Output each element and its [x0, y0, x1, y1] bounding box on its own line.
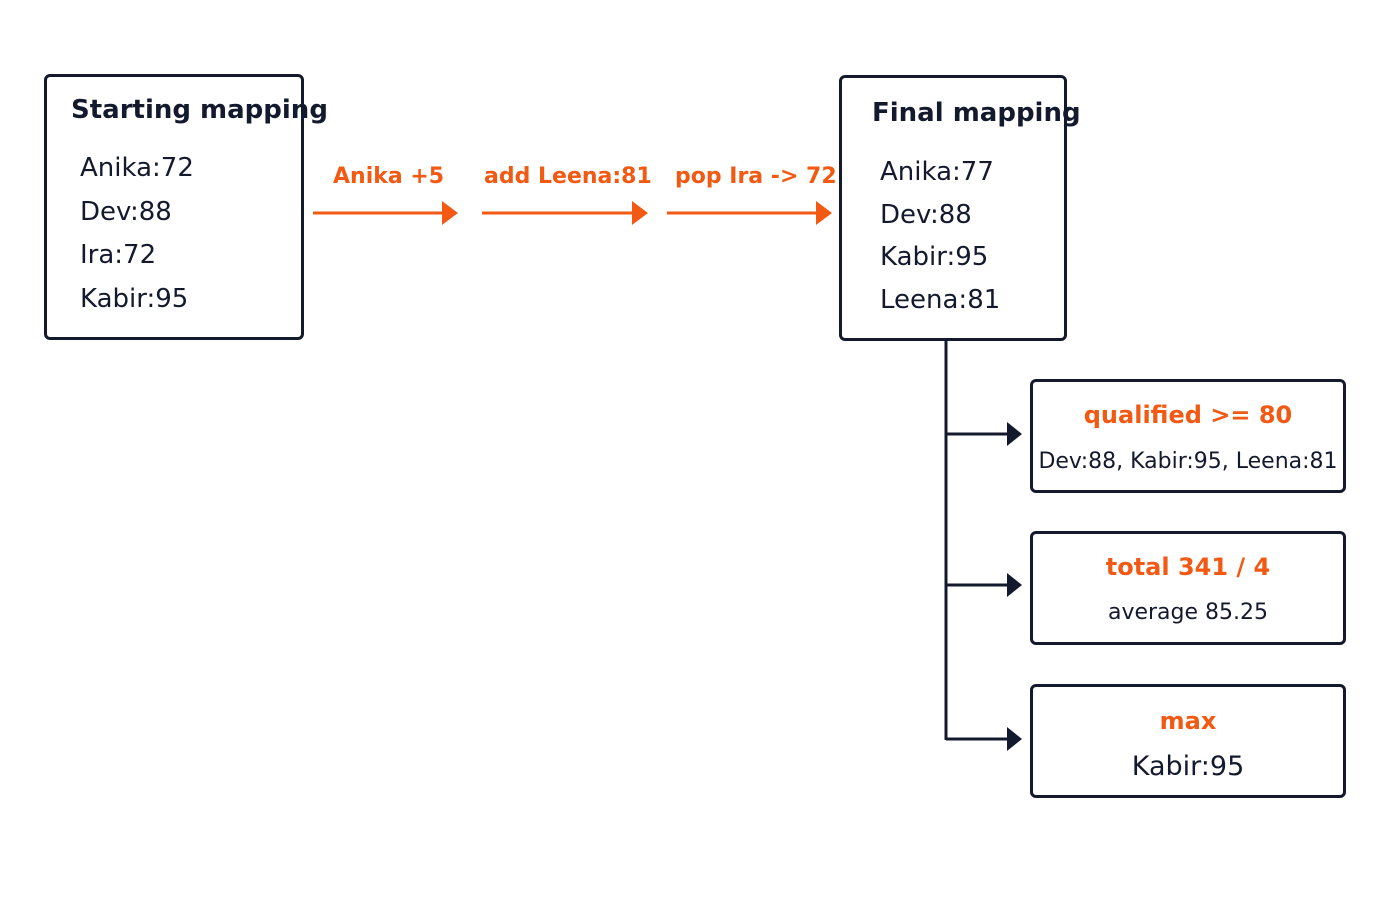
branch-arrow-average [946, 573, 1022, 597]
final-entry: Kabir:95 [880, 242, 989, 272]
start-entry: Kabir:95 [80, 284, 189, 314]
step-label-add: add Leena:81 [484, 164, 652, 189]
start-entry: Ira:72 [80, 240, 157, 270]
start-entry: Anika:72 [80, 153, 194, 183]
starting-mapping-title: Starting mapping [71, 95, 328, 125]
step-arrow-2 [482, 201, 648, 225]
qualified-result-box: qualified >= 80 Dev:88, Kabir:95, Leena:… [1030, 379, 1346, 493]
max-result-title: max [1159, 707, 1217, 735]
branch-arrow-qualified [946, 422, 1022, 446]
max-result-box: max Kabir:95 [1030, 684, 1346, 798]
qualified-result-title: qualified >= 80 [1083, 401, 1293, 429]
average-result-title: total 341 / 4 [1105, 553, 1271, 581]
step-label-increment: Anika +5 [333, 164, 445, 189]
final-mapping-title: Final mapping [872, 98, 1081, 128]
starting-mapping-box: Starting mapping Anika:72 Dev:88 Ira:72 … [44, 74, 328, 340]
step-arrow-1 [313, 201, 458, 225]
final-entry: Leena:81 [880, 285, 1001, 315]
final-entry: Anika:77 [880, 157, 994, 187]
average-result-text: average 85.25 [1107, 600, 1269, 625]
max-result-text: Kabir:95 [1131, 751, 1245, 782]
final-entry: Dev:88 [880, 200, 972, 230]
step-label-pop: pop Ira -> 72 [675, 164, 837, 189]
branch-arrow-max [946, 727, 1022, 751]
final-mapping-box: Final mapping Anika:77 Dev:88 Kabir:95 L… [839, 75, 1081, 341]
step-arrow-3 [667, 201, 832, 225]
average-result-box: total 341 / 4 average 85.25 [1030, 531, 1346, 645]
qualified-result-text: Dev:88, Kabir:95, Leena:81 [1038, 449, 1338, 474]
start-entry: Dev:88 [80, 197, 172, 227]
